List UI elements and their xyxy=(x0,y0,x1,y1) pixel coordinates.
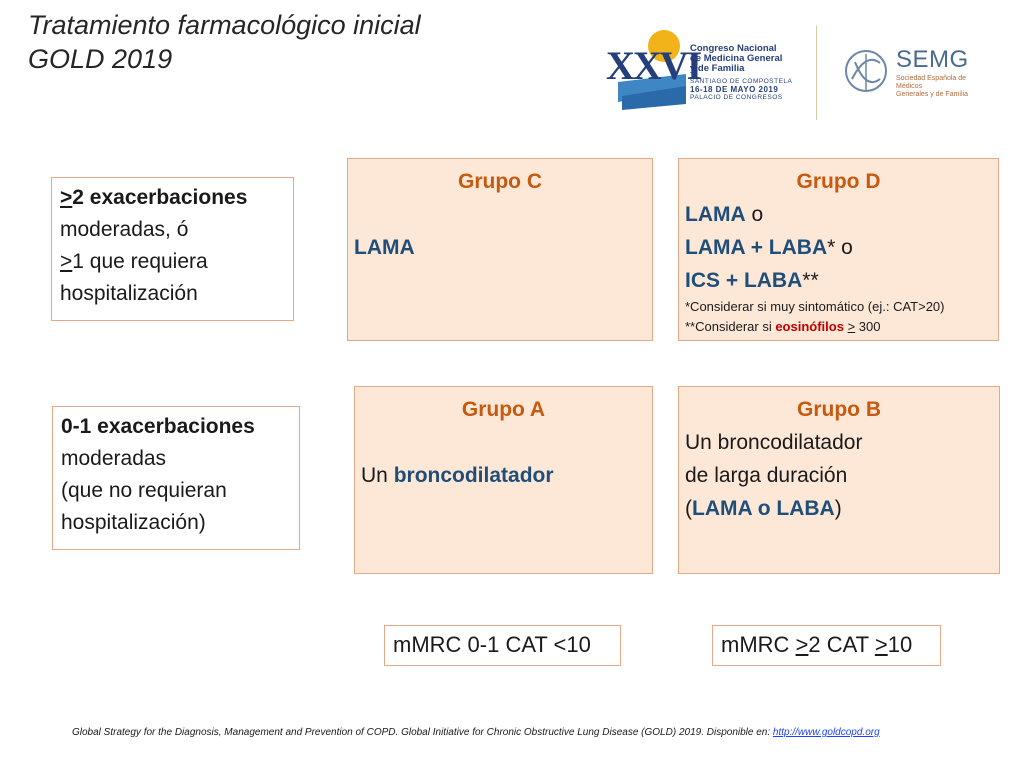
mmrc-low-box: mMRC 0-1 CAT <10 xyxy=(384,625,621,666)
group-b-line-3: (LAMA o LABA) xyxy=(685,492,993,525)
congress-name-line-2: de Medicina General xyxy=(690,53,783,64)
semg-logo: SEMG Sociedad Española de Médicos Genera… xyxy=(842,44,982,100)
group-d-note-2-eosinophils: eosinófilos xyxy=(775,319,844,334)
group-a-treatment: Un broncodilatador xyxy=(361,459,646,492)
congress-details: SANTIAGO DE COMPOSTELA 16-18 DE MAYO 201… xyxy=(690,78,798,102)
gte-symbol: > xyxy=(874,632,888,657)
congress-dates: 16-18 DE MAYO 2019 xyxy=(690,85,779,94)
congress-number: XXVI xyxy=(606,43,702,88)
title-line-1: Tratamiento farmacológico inicial xyxy=(28,10,421,40)
group-c-drug: LAMA xyxy=(354,236,415,259)
title-line-2: GOLD 2019 xyxy=(28,44,173,74)
group-b-line-2: de larga duración xyxy=(685,464,848,487)
congress-emblem-icon xyxy=(618,30,686,110)
semg-name: SEMG xyxy=(896,46,969,73)
row-high-line-1: >2 exacerbaciones xyxy=(60,182,285,214)
congress-name-line-3: y de Familia xyxy=(690,63,745,74)
row-low-line-4: hospitalización) xyxy=(61,511,206,534)
group-b-box: Grupo B Un broncodilatador de larga dura… xyxy=(678,386,1000,574)
footer-reference-text: Global Strategy for the Diagnosis, Manag… xyxy=(72,727,773,738)
semg-emblem-icon xyxy=(845,50,887,92)
mmrc-high-part-c: 10 xyxy=(887,632,913,657)
row-low-line-3: (que no requieran xyxy=(61,479,227,502)
row-label-high-exacerbations: >2 exacerbaciones moderadas, ó >1 que re… xyxy=(51,177,294,321)
row-high-line-3: >1 que requiera xyxy=(60,246,285,278)
group-d-option-2-drug: LAMA + LABA xyxy=(685,236,828,259)
group-d-option-1: LAMA o xyxy=(685,198,992,231)
group-d-option-2-conj: * o xyxy=(827,236,853,259)
footer-reference: Global Strategy for the Diagnosis, Manag… xyxy=(72,727,972,738)
group-a-title: Grupo A xyxy=(461,398,546,421)
row-high-line-4: hospitalización xyxy=(60,282,198,305)
semg-subtitle: Sociedad Española de Médicos Generales y… xyxy=(896,75,988,99)
row-high-bold-text: 2 exacerbaciones xyxy=(72,186,248,209)
group-d-option-1-drug: LAMA xyxy=(685,203,746,226)
semg-subtitle-line-1: Sociedad Española de Médicos xyxy=(896,75,967,90)
mmrc-low-label: mMRC 0-1 CAT <10 xyxy=(393,632,591,657)
group-d-option-2: LAMA + LABA* o xyxy=(685,231,992,264)
congress-name-line-1: Congreso Nacional xyxy=(690,43,777,54)
group-d-note-1: *Considerar si muy sintomático (ej.: CAT… xyxy=(685,299,945,314)
row-high-line-2: moderadas, ó xyxy=(60,218,189,241)
congress-venue: PALACIO DE CONGRESOS xyxy=(690,94,783,101)
group-b-paren-open: ( xyxy=(685,497,692,520)
group-c-title: Grupo C xyxy=(458,170,542,193)
congress-logo: XXVI Congreso Nacional de Medicina Gener… xyxy=(598,24,798,110)
group-b-title: Grupo B xyxy=(797,398,881,421)
group-a-box: Grupo A Un broncodilatador xyxy=(354,386,653,574)
semg-subtitle-line-2: Generales y de Familia xyxy=(896,91,968,98)
group-d-option-3-drug: ICS + LABA xyxy=(685,269,803,292)
page-title: Tratamiento farmacológico inicial GOLD 2… xyxy=(28,8,548,76)
group-b-paren-close: ) xyxy=(834,497,842,520)
group-b-drug: LAMA o LABA xyxy=(692,497,835,520)
group-b-line-1: Un broncodilatador xyxy=(685,431,863,454)
group-a-drug: broncodilatador xyxy=(393,464,554,487)
gte-symbol: > xyxy=(60,250,73,273)
group-d-box: Grupo D LAMA o LAMA + LABA* o ICS + LABA… xyxy=(678,158,999,341)
row-low-line-1: 0-1 exacerbaciones xyxy=(61,415,255,438)
group-d-option-3: ICS + LABA** xyxy=(685,264,992,297)
row-low-line-2: moderadas xyxy=(61,447,167,470)
congress-name: Congreso Nacional de Medicina General y … xyxy=(690,44,798,74)
congress-city: SANTIAGO DE COMPOSTELA xyxy=(690,78,793,85)
group-d-option-1-conj: o xyxy=(745,203,764,226)
group-d-option-3-conj: ** xyxy=(802,269,819,292)
logo-divider xyxy=(816,26,817,120)
goldcopd-link[interactable]: http://www.goldcopd.org xyxy=(772,727,880,738)
gte-symbol: > xyxy=(847,319,856,334)
gte-symbol: > xyxy=(795,632,809,657)
group-d-note-2-post: 300 xyxy=(855,319,881,334)
row-label-low-exacerbations: 0-1 exacerbaciones moderadas (que no req… xyxy=(52,406,300,550)
mmrc-high-box: mMRC >2 CAT >10 xyxy=(712,625,941,666)
gte-symbol: > xyxy=(60,186,73,209)
row-high-line-3-text: 1 que requiera xyxy=(72,250,208,273)
group-d-title: Grupo D xyxy=(796,170,881,193)
group-d-note-2-pre: **Considerar si xyxy=(685,319,776,334)
group-c-box: Grupo C LAMA xyxy=(347,158,653,341)
group-d-note-2: **Considerar si eosinófilos > 300 xyxy=(685,317,992,337)
group-a-treatment-pre: Un xyxy=(361,464,394,487)
mmrc-high-part-b: 2 CAT xyxy=(808,632,875,657)
mmrc-high-part-a: mMRC xyxy=(721,632,796,657)
